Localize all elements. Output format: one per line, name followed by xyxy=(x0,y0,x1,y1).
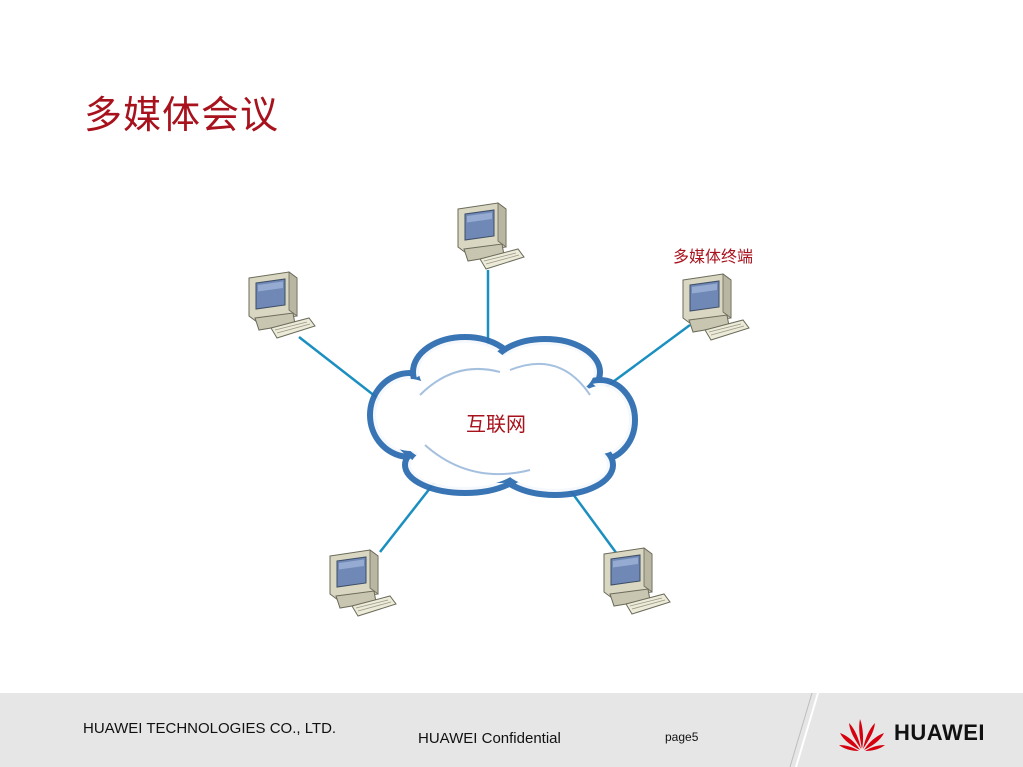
computer-top-icon xyxy=(457,202,525,270)
slide-footer: HUAWEI TECHNOLOGIES CO., LTD. HUAWEI Con… xyxy=(0,693,1023,767)
computer-upper-right-icon xyxy=(682,273,750,341)
multimedia-terminal-label: 多媒体终端 xyxy=(673,247,754,266)
company-name: HUAWEI TECHNOLOGIES CO., LTD. xyxy=(83,720,337,737)
computer-lower-right-icon xyxy=(603,547,671,615)
huawei-wordmark: HUAWEI xyxy=(894,720,985,745)
computer-upper-left-icon xyxy=(248,271,316,339)
link-upper-right xyxy=(601,323,691,392)
huawei-petal-icon xyxy=(839,719,885,751)
link-lower-right xyxy=(568,489,622,559)
page-number: page5 xyxy=(665,730,699,744)
internet-cloud-icon xyxy=(367,334,638,498)
huawei-logo: HUAWEI xyxy=(836,713,996,753)
confidential-label: HUAWEI Confidential xyxy=(418,730,561,747)
computer-lower-left-icon xyxy=(329,549,397,617)
slide-title: 多媒体会议 xyxy=(84,93,280,137)
internet-label: 互联网 xyxy=(466,412,526,436)
link-upper-left xyxy=(298,336,381,401)
footer-divider xyxy=(789,693,819,767)
